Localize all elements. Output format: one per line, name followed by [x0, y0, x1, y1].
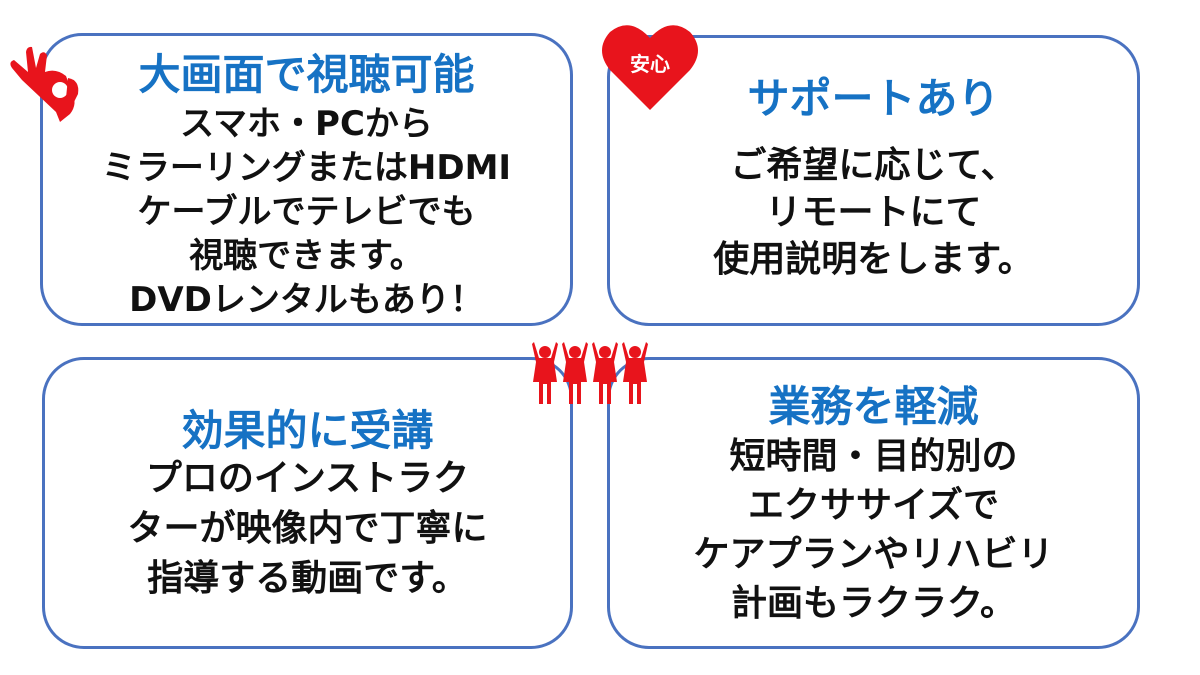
card-line: ケーブルでテレビでも — [137, 192, 476, 232]
card-effective-learning: 効果的に受講 プロのインストラク ターが映像内で丁寧に 指導する動画です。 — [42, 357, 573, 649]
card-line: DVDレンタルもあり！ — [129, 280, 484, 320]
card-support: サポートあり ご希望に応じて、 リモートにて 使用説明をします。 — [607, 35, 1140, 326]
ok-hand-icon — [10, 46, 79, 122]
card-line: プロのインストラク — [145, 458, 470, 499]
card-line: スマホ・PCから — [180, 104, 433, 144]
card-line: 計画もラクラク。 — [730, 583, 1017, 624]
card-title: 大画面で視聴可能 — [138, 50, 475, 99]
card-line: リモートにて — [765, 192, 982, 233]
card-line: 指導する動画です。 — [147, 558, 468, 599]
card-line: エクササイズで — [748, 485, 999, 526]
card-line: ミラーリングまたはHDMI — [101, 148, 512, 188]
card-large-screen: 大画面で視聴可能 スマホ・PCから ミラーリングまたはHDMI ケーブルでテレビ… — [40, 33, 573, 326]
card-body: プロのインストラク ターが映像内で丁寧に 指導する動画です。 — [45, 454, 570, 604]
card-line: 視聴できます。 — [189, 236, 424, 276]
card-body: 短時間・目的別の エクササイズで ケアプランやリハビリ 計画もラクラク。 — [610, 432, 1137, 628]
card-body: ご希望に応じて、 リモートにて 使用説明をします。 — [610, 142, 1137, 283]
card-title: サポートあり — [747, 74, 1000, 123]
card-reduce-workload: 業務を軽減 短時間・目的別の エクササイズで ケアプランやリハビリ 計画もラクラ… — [607, 357, 1140, 649]
card-line: 短時間・目的別の — [729, 436, 1018, 477]
card-body: スマホ・PCから ミラーリングまたはHDMI ケーブルでテレビでも 視聴できます… — [43, 102, 570, 322]
card-title: 業務を軽減 — [768, 382, 979, 431]
heart-icon: 安心 — [600, 20, 700, 112]
card-line: 使用説明をします。 — [713, 239, 1034, 280]
card-line: ターが映像内で丁寧に — [127, 508, 488, 549]
card-line: ケアプランやリハビリ — [693, 534, 1054, 575]
badge-label: 安心 — [630, 52, 670, 76]
card-title: 効果的に受講 — [181, 406, 434, 455]
people-icon — [532, 342, 648, 404]
card-line: ご希望に応じて、 — [730, 145, 1017, 186]
